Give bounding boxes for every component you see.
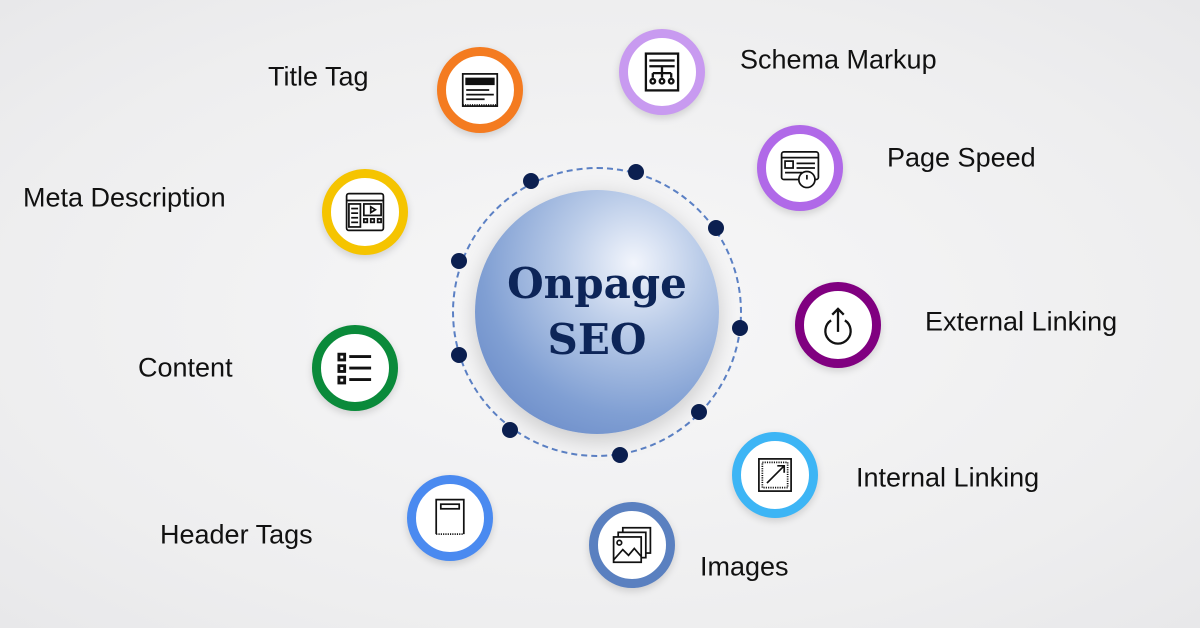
schema-markup-icon <box>644 52 680 92</box>
internal-link-icon <box>758 458 792 492</box>
meta-description-label: Meta Description <box>23 182 226 213</box>
page-speed-label: Page Speed <box>887 142 1036 173</box>
orbit-dot <box>502 422 518 438</box>
orbit-dot <box>628 164 644 180</box>
center-title-line2: SEO <box>547 315 647 364</box>
schema-markup-node <box>619 29 705 115</box>
title-tag-label: Title Tag <box>268 61 369 92</box>
images-node <box>589 502 675 588</box>
header-tag-icon <box>435 498 465 535</box>
title-tag-node <box>437 47 523 133</box>
meta-description-node <box>322 169 408 255</box>
orbit-dot <box>451 347 467 363</box>
external-linking-node <box>795 282 881 368</box>
schema-markup-label: Schema Markup <box>740 44 937 75</box>
content-list-icon <box>337 352 372 385</box>
internal-linking-label: Internal Linking <box>856 462 1040 493</box>
content-node <box>312 325 398 411</box>
center-title-line1: Onpage <box>507 259 687 308</box>
orbit-dot <box>523 173 539 189</box>
orbit-dot <box>612 447 628 463</box>
meta-description-icon <box>345 192 385 232</box>
header-tags-node <box>407 475 493 561</box>
orbit-dot <box>451 253 467 269</box>
page-speed-node <box>757 125 843 211</box>
orbit-dot <box>691 404 707 420</box>
page-speed-icon <box>780 151 820 189</box>
internal-linking-node <box>732 432 818 518</box>
dashed-orbit <box>452 167 742 457</box>
external-link-icon <box>824 307 852 345</box>
external-linking-label: External Linking <box>925 306 1118 337</box>
center-sphere: Onpage SEO <box>475 190 719 434</box>
content-label: Content <box>138 352 233 383</box>
images-label: Images <box>700 551 789 582</box>
images-icon <box>612 526 652 564</box>
title-tag-icon <box>461 73 499 107</box>
header-tags-label: Header Tags <box>160 519 313 550</box>
orbit-dot <box>732 320 748 336</box>
orbit-dot <box>708 220 724 236</box>
